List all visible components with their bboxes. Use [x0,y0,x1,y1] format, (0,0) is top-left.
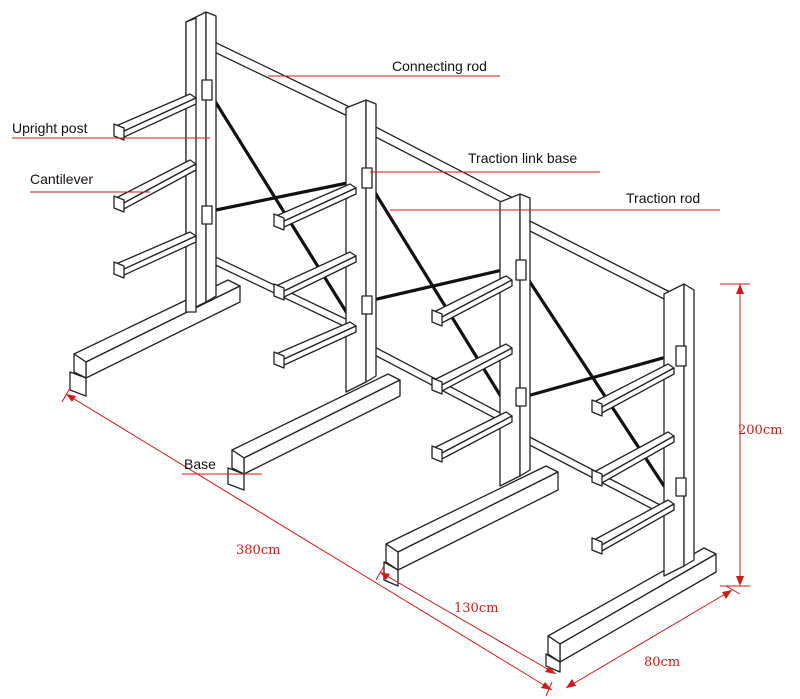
cantilever-arm [591,499,675,555]
upright-post [499,193,531,487]
dimension-label-length: 380cm [236,543,280,558]
cantilever-arm [431,411,513,463]
traction-rod [362,264,522,304]
cantilever-arm [591,431,675,487]
leader-lines [12,75,720,475]
traction-link-bases [201,79,687,497]
dimension-line-depth [565,589,733,689]
traction-link-base [675,477,687,497]
traction-link-base [201,205,213,225]
cantilever-arms [113,93,675,555]
cantilever-arm [273,251,357,301]
dimension-line-span [379,571,557,675]
cantilever-arm [591,363,675,417]
traction-link-base [515,259,527,281]
label-base: Base [184,456,216,472]
traction-link-base [361,167,373,189]
label-traction-link-base: Traction link base [468,150,577,166]
upright-post [345,99,377,393]
dimension-label-depth: 80cm [644,655,680,670]
cantilever-arm [113,231,197,279]
traction-rod [206,88,352,320]
dimension-line-length [65,393,553,691]
traction-rod [204,178,364,214]
upright-post [663,283,695,577]
dimension-labels: 380cm 130cm 80cm 200cm [236,423,782,670]
dimension-label-span: 130cm [454,601,498,616]
cantilever-arm [431,275,513,327]
base-beam [383,465,559,587]
dimension-label-height: 200cm [738,423,782,438]
connecting-rod-1 [205,37,361,123]
label-cantilever: Cantilever [30,171,93,187]
traction-link-base [201,79,213,101]
connecting-rod-3 [519,215,671,303]
traction-rod [364,176,510,410]
label-upright-post: Upright post [12,120,88,136]
traction-rod [518,354,672,400]
cantilever-arm [273,321,357,369]
part-labels: Connecting rod Upright post Traction lin… [12,58,700,472]
traction-link-base [361,295,373,315]
label-traction-rod: Traction rod [626,190,700,206]
traction-link-base [515,387,527,407]
cantilever-arm [431,343,513,395]
base-beam [545,547,717,673]
dimension-lines [61,283,750,697]
traction-rods [204,88,672,488]
bases [69,279,717,673]
traction-link-base [675,345,687,367]
label-connecting-rod: Connecting rod [392,58,487,74]
base-beam [227,373,401,491]
cantilever-arm [113,93,197,141]
cantilever-arm [113,159,197,213]
cantilever-arm [273,183,357,231]
